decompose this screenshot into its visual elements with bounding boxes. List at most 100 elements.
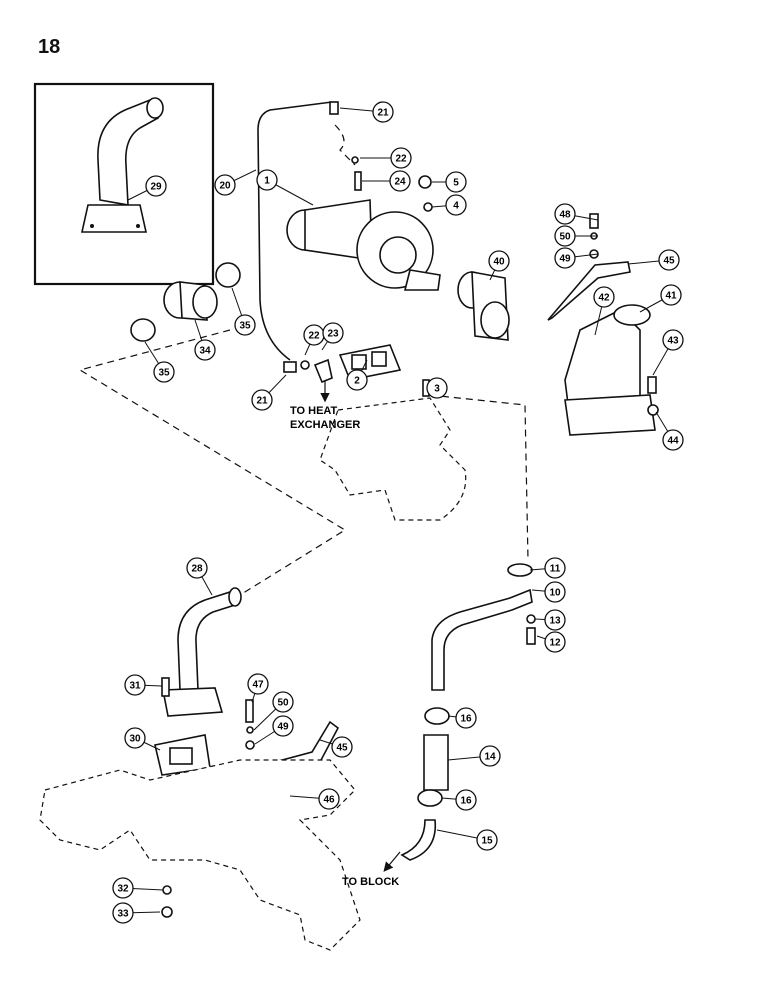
callout-circle (445, 171, 467, 193)
arrow-to-block (383, 851, 401, 872)
callout-number: 16 (460, 714, 472, 725)
callout-21: 21 (339, 101, 394, 123)
callout-40: 40 (488, 250, 510, 281)
callout-number: 4 (453, 201, 459, 212)
washer-32 (162, 885, 172, 895)
nut-33 (161, 906, 173, 918)
callout-number: 43 (667, 336, 679, 347)
callout-number: 45 (336, 743, 348, 754)
callout-circle (445, 194, 467, 216)
callout-number: 29 (150, 182, 162, 193)
callout-circle (658, 249, 680, 271)
callout-number: 22 (308, 331, 320, 342)
callout-circle (554, 225, 576, 247)
callout-circle (554, 247, 576, 269)
callout-number: 41 (665, 291, 677, 302)
callout-number: 24 (394, 177, 406, 188)
callout-49: 49 (254, 715, 294, 745)
callout-number: 44 (667, 436, 679, 447)
bolt-12 (526, 627, 536, 645)
callout-number: 28 (191, 564, 203, 575)
washer-50-lower (246, 726, 254, 734)
callout-circle (488, 250, 510, 272)
turbocharger (286, 199, 441, 291)
callout-circle (331, 736, 353, 758)
nut-5 (418, 175, 432, 189)
elbow-pipe-28 (177, 591, 240, 691)
callout-42: 42 (593, 286, 615, 336)
callout-circle (124, 727, 146, 749)
callout-circle (247, 673, 269, 695)
callout-number: 42 (598, 293, 610, 304)
washer-13 (526, 614, 536, 624)
callout-circle (479, 745, 501, 767)
callout-circle (662, 329, 684, 351)
hose-14 (423, 734, 449, 791)
callout-number: 47 (252, 680, 264, 691)
callout-circle (234, 314, 256, 336)
callout-number: 40 (493, 257, 505, 268)
oil-line-dash (334, 124, 356, 166)
callout-circle (318, 788, 340, 810)
callout-number: 50 (277, 698, 289, 709)
callout-number: 2 (354, 376, 360, 387)
bolt-43 (647, 376, 657, 394)
callout-number: 31 (129, 681, 141, 692)
callout-24: 24 (362, 170, 411, 192)
callout-circle (476, 829, 498, 851)
callout-number: 21 (256, 396, 268, 407)
callout-number: 45 (663, 256, 675, 267)
callout-circle (322, 322, 344, 344)
callout-circle (455, 789, 477, 811)
callout-46: 46 (289, 788, 340, 810)
gasket-11 (507, 563, 533, 577)
callout-50: 50 (253, 691, 294, 731)
washer-22-upper (351, 156, 359, 164)
callout-number: 23 (327, 329, 339, 340)
callout-number: 5 (453, 178, 459, 189)
elbow-part-29 (81, 97, 164, 233)
callout-circle (112, 902, 134, 924)
callout-number: 35 (239, 321, 251, 332)
ring-4 (423, 202, 433, 212)
bolt-31 (161, 677, 170, 697)
page-number: 18 (38, 36, 61, 58)
callout-number: 14 (484, 752, 496, 763)
callout-21: 21 (251, 374, 287, 411)
hose-34 (163, 281, 218, 321)
callout-45: 45 (319, 736, 353, 758)
callout-number: 13 (549, 616, 561, 627)
callout-47: 47 (247, 673, 269, 703)
callout-35: 35 (144, 341, 175, 383)
callout-number: 46 (323, 795, 335, 806)
callout-number: 20 (219, 181, 231, 192)
callout-circle (194, 339, 216, 361)
callout-number: 35 (158, 368, 170, 379)
washer-49-lower (245, 740, 255, 750)
clamp-35b (130, 318, 156, 342)
callout-circle (214, 174, 236, 196)
callout-44: 44 (655, 411, 684, 451)
callout-31: 31 (124, 674, 163, 696)
callout-circle (389, 170, 411, 192)
callout-49: 49 (554, 247, 599, 269)
fitting-21-lower (283, 361, 297, 373)
callout-circle (554, 203, 576, 225)
callout-35: 35 (231, 287, 256, 336)
callout-number: 34 (199, 346, 211, 357)
oil-return-tube-10 (431, 588, 533, 691)
note-to-heat-line2: EXCHANGER (290, 419, 360, 431)
bolt-48 (589, 213, 599, 229)
callout-28: 28 (186, 557, 213, 596)
callout-circle (346, 369, 368, 391)
callout-number: 30 (129, 734, 141, 745)
callout-circle (124, 674, 146, 696)
callout-circle (145, 175, 167, 197)
elbow-housing-41 (564, 304, 656, 436)
callout-circle (544, 609, 566, 631)
callout-circle (372, 101, 394, 123)
bolt-47 (245, 699, 254, 723)
callout-number: 21 (377, 108, 389, 119)
callout-circle (251, 389, 273, 411)
callout-4: 4 (431, 194, 467, 216)
